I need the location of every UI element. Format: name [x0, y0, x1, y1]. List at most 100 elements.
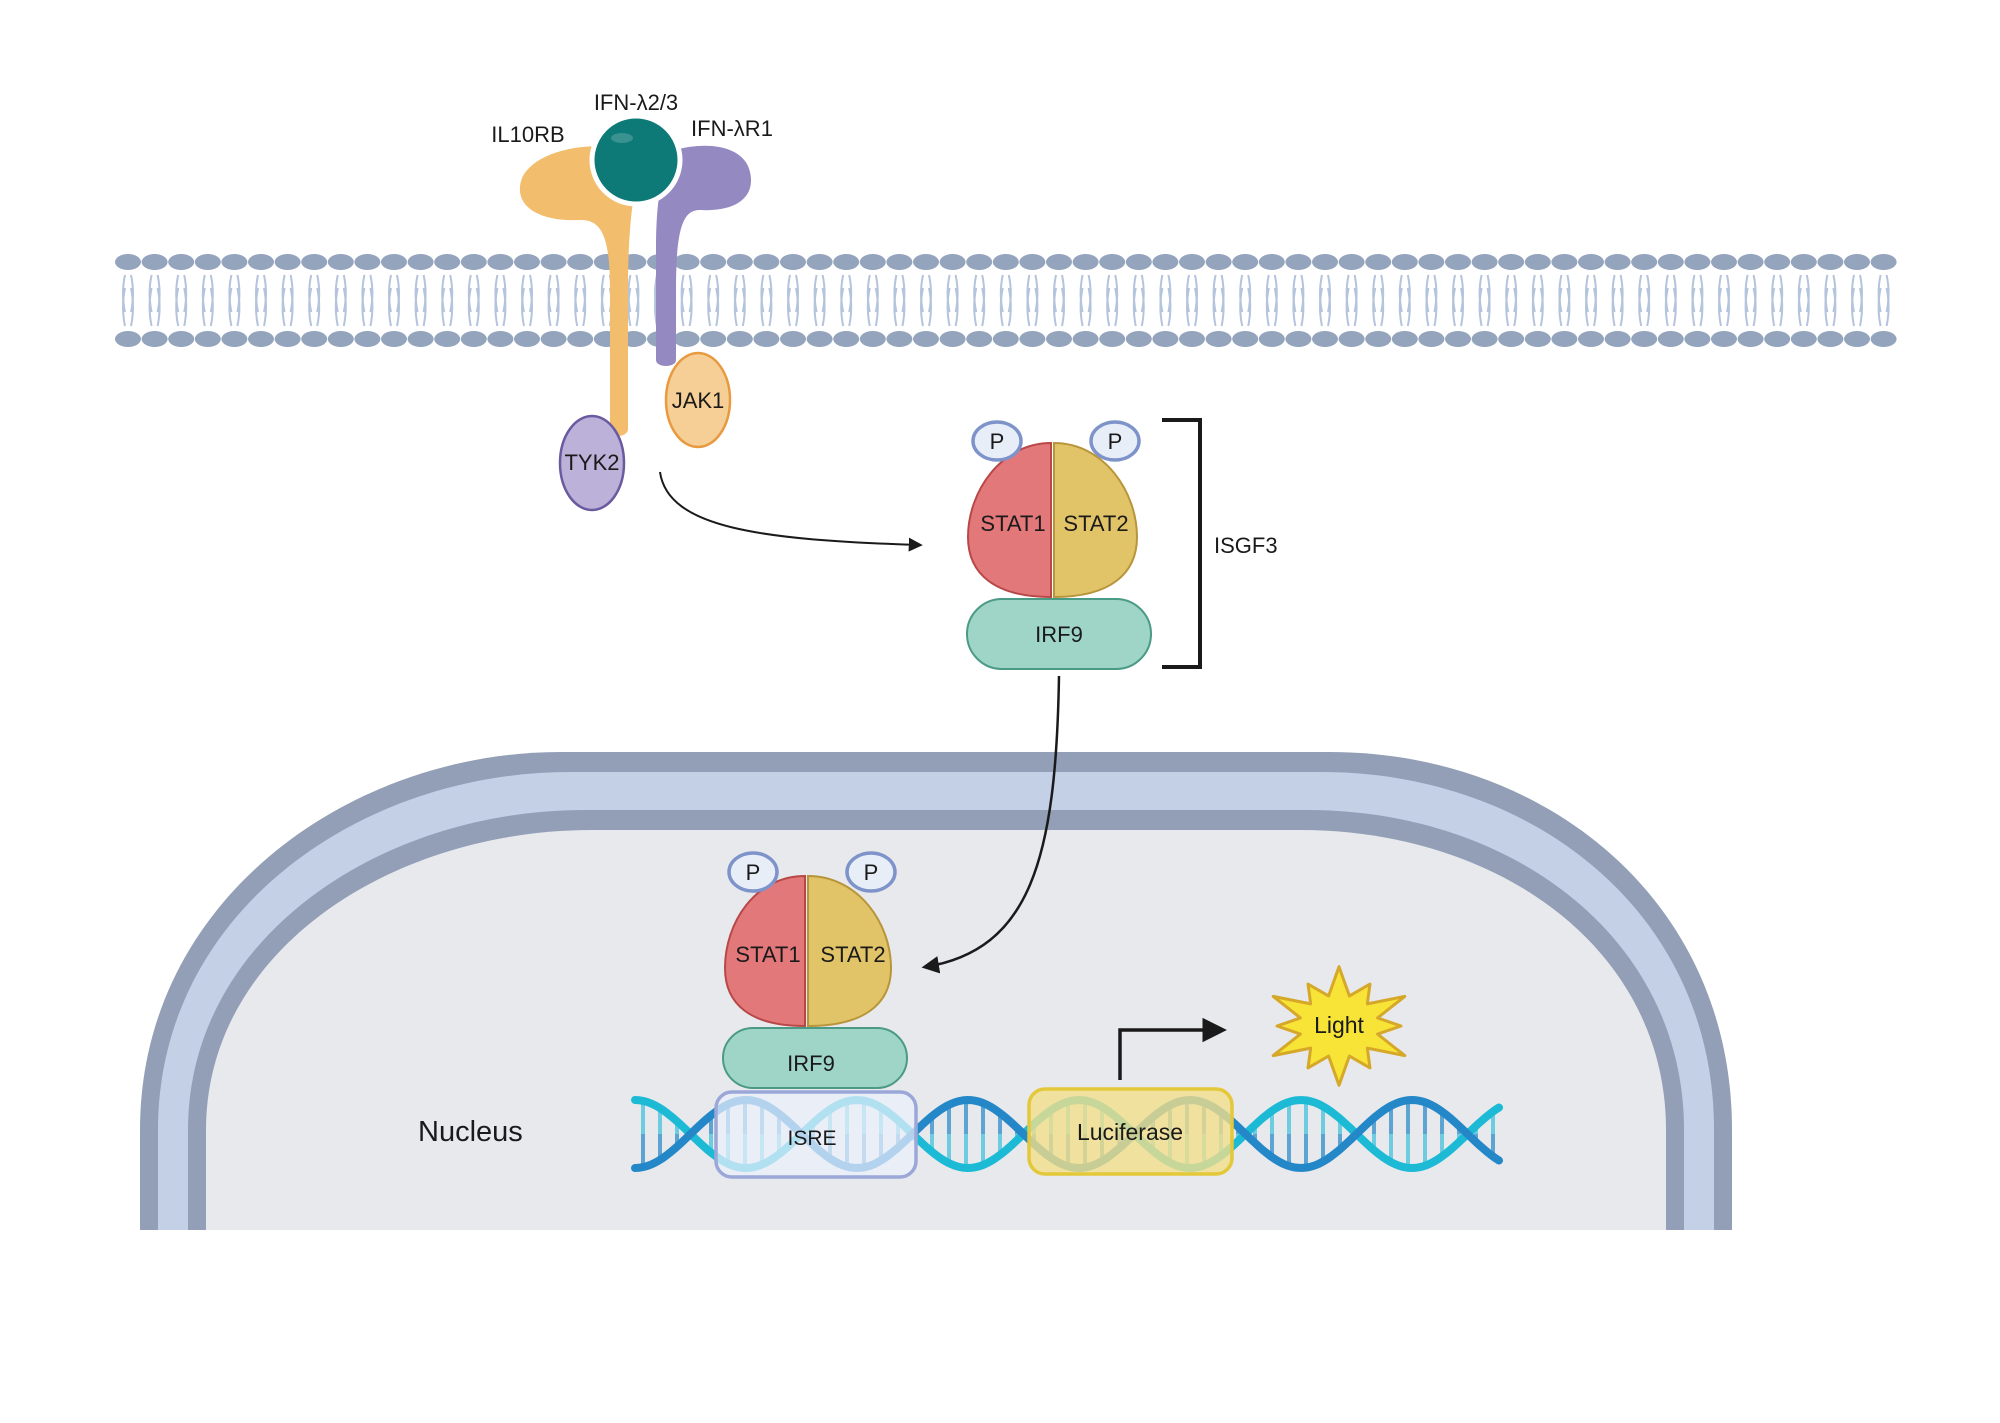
lipid-head	[1179, 331, 1205, 347]
lipid-head	[1046, 254, 1072, 270]
il10rb-label: IL10RB	[491, 122, 564, 147]
lipid-head	[460, 254, 487, 270]
lipid-head	[726, 331, 753, 347]
lipid-tail	[600, 287, 605, 327]
lipid-head	[1604, 331, 1631, 347]
lipid-head	[1471, 331, 1498, 347]
lipid-tail	[688, 287, 693, 327]
lipid-tail	[795, 287, 799, 327]
lipid-tail	[388, 287, 392, 327]
lipid-tail	[209, 287, 214, 327]
lipid-head	[141, 254, 168, 270]
lipid-head	[1631, 331, 1658, 347]
lipid-head	[1099, 254, 1126, 270]
lipid-tail	[1140, 287, 1145, 327]
phospho-group	[845, 851, 897, 893]
lipid-tail	[1212, 287, 1217, 327]
lipid-head	[168, 254, 195, 270]
lipid-head	[1657, 331, 1684, 347]
lipid-tail	[1752, 287, 1757, 327]
lipid-tail	[1327, 287, 1331, 327]
lipid-tail	[973, 287, 978, 327]
lipid-tail	[707, 287, 712, 327]
lipid-tail	[813, 287, 818, 327]
lipid-tail	[1273, 287, 1278, 327]
lipid-head	[168, 331, 195, 347]
phospho-label: P	[1108, 429, 1123, 454]
lipid-head	[1790, 331, 1817, 347]
lipid-tail	[369, 287, 374, 327]
lipid-head	[327, 254, 354, 270]
lipid-tail	[821, 287, 826, 327]
il10rb-receptor	[519, 146, 638, 437]
lipid-tail	[1114, 287, 1119, 327]
lipid-head	[407, 254, 434, 270]
lipid-head	[1152, 331, 1179, 347]
lipid-head	[1578, 331, 1604, 347]
lipid-tail	[1513, 287, 1518, 327]
lipid-head	[1684, 254, 1711, 270]
lipid-tail	[1585, 287, 1589, 327]
lipid-head	[1711, 331, 1737, 347]
lipid-tail	[1106, 287, 1111, 327]
lipid-tail	[893, 287, 898, 327]
irf9-label: IRF9	[787, 1051, 835, 1076]
lipid-head	[1418, 331, 1445, 347]
lipid-tail	[414, 287, 419, 327]
phospho-label: P	[864, 860, 879, 885]
lipid-head	[1232, 331, 1259, 347]
lipid-tail	[1239, 287, 1244, 327]
lipid-tail	[1079, 287, 1084, 327]
lipid-head	[1232, 254, 1259, 270]
lipid-head	[1365, 254, 1392, 270]
lipid-head	[1551, 331, 1578, 347]
lipid-tail	[1159, 287, 1164, 327]
phospho-group	[971, 420, 1023, 462]
ligand-label: IFN-λ2/3	[594, 90, 678, 115]
lipid-head	[753, 331, 780, 347]
lipid-head	[301, 331, 328, 347]
lipid-tail	[1061, 287, 1065, 327]
light-label: Light	[1314, 1012, 1364, 1038]
lipid-head	[1445, 331, 1471, 347]
lipid-head	[992, 254, 1019, 270]
lipid-tail	[1345, 287, 1350, 327]
lipid-tail	[289, 287, 294, 327]
lipid-head	[806, 254, 833, 270]
lipid-head	[1312, 254, 1338, 270]
lipid-head	[726, 254, 753, 270]
lipid-tail	[901, 287, 906, 327]
lipid-head	[487, 331, 514, 347]
lipid-head	[886, 254, 913, 270]
lipid-tail	[1566, 287, 1571, 327]
lipid-tail	[1398, 287, 1403, 327]
lipid-head	[886, 331, 913, 347]
lipid-head	[194, 254, 221, 270]
lipid-tail	[1292, 287, 1297, 327]
translocation-arrow	[921, 675, 1061, 974]
lipid-tail	[680, 287, 685, 327]
lipid-head	[274, 331, 301, 347]
lipid-tail	[494, 287, 499, 327]
receptor-complex: IFN-λ2/3 IL10RB IFN-λR1 JAK1 TYK2	[491, 90, 773, 512]
lipid-tail	[1593, 287, 1597, 327]
lipid-tail	[1877, 287, 1882, 327]
lipid-head	[1498, 254, 1525, 270]
lipid-head	[141, 331, 168, 347]
lipid-tail	[760, 287, 765, 327]
lipid-head	[301, 254, 328, 270]
lipid-tail	[741, 287, 746, 327]
lipid-tail	[1026, 287, 1031, 327]
lipid-head	[1418, 254, 1445, 270]
lipid-head	[354, 254, 381, 270]
lipid-head	[327, 331, 354, 347]
lipid-head	[1125, 331, 1152, 347]
lipid-tail	[954, 287, 959, 327]
lipid-head	[274, 254, 301, 270]
lipid-tail	[130, 287, 134, 327]
lipid-tail	[1646, 287, 1651, 327]
lipid-head	[354, 331, 381, 347]
lipid-head	[673, 254, 700, 270]
lipid-tail	[502, 287, 507, 327]
lipid-head	[700, 331, 727, 347]
